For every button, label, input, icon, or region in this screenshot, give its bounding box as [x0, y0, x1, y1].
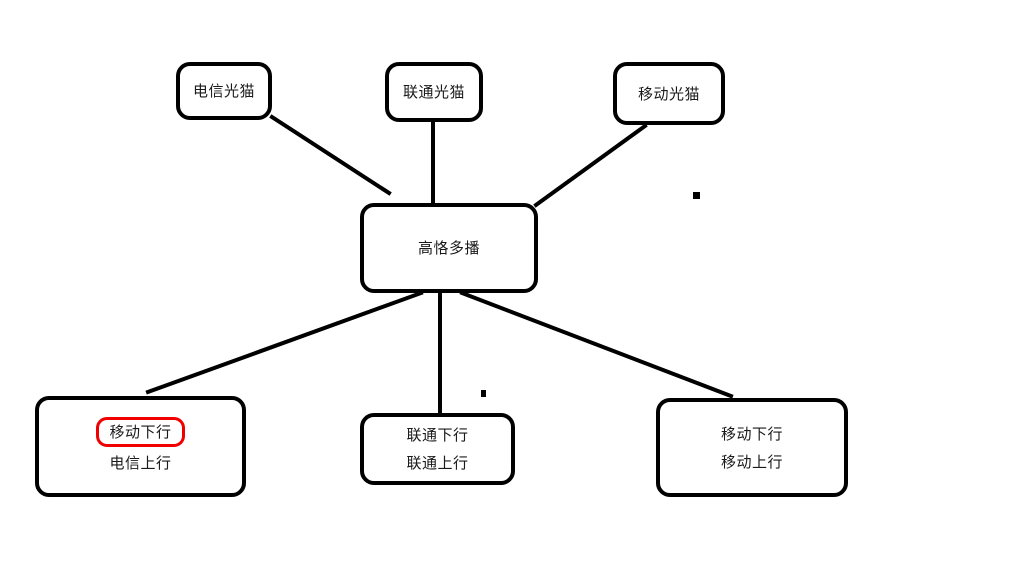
output-right-line-2: 移动上行: [720, 452, 783, 471]
edge-hub-to-output-right: [459, 290, 734, 399]
output-left-line-1-highlighted: 移动下行: [96, 416, 185, 447]
node-output-center[interactable]: 联通下行 联通上行: [360, 413, 515, 485]
output-right-line-1: 移动下行: [720, 424, 783, 443]
node-label: 高恪多播: [417, 239, 480, 257]
node-mobile-modem[interactable]: 移动光猫: [613, 62, 725, 125]
edge-telecom-modem-to-hub: [269, 114, 392, 196]
node-gaoke-multicast-hub[interactable]: 高恪多播: [360, 203, 538, 293]
node-label: 电信光猫: [192, 82, 255, 100]
node-telecom-modem[interactable]: 电信光猫: [176, 62, 272, 120]
stray-dot-lower-center-icon: [481, 390, 486, 397]
node-unicom-modem[interactable]: 联通光猫: [385, 62, 483, 122]
node-output-right[interactable]: 移动下行 移动上行: [656, 398, 848, 497]
output-center-line-2: 联通上行: [406, 454, 469, 472]
node-label: 移动光猫: [637, 84, 700, 103]
edge-mobile-modem-to-hub: [533, 123, 648, 208]
node-label: 联通光猫: [402, 83, 465, 101]
output-center-line-1: 联通下行: [406, 426, 469, 444]
stray-dot-upper-right-icon: [693, 192, 700, 199]
node-output-left[interactable]: 移动下行 电信上行: [35, 396, 246, 497]
output-left-line-2: 电信上行: [109, 453, 172, 472]
edge-hub-to-output-left: [145, 290, 424, 395]
